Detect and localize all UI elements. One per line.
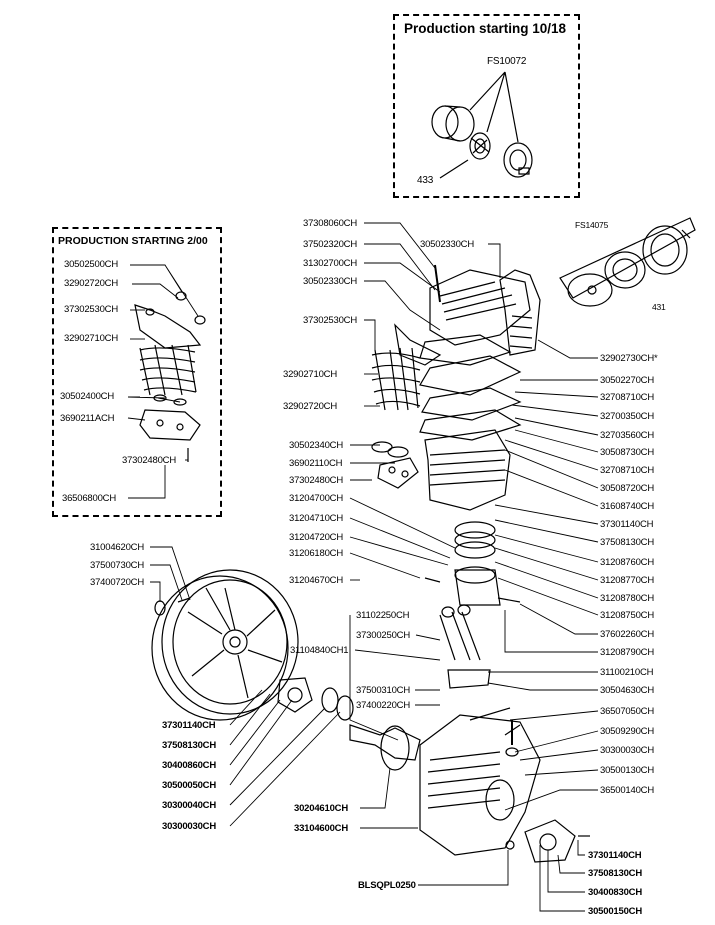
- crank-label-3: BLSQPL0250: [358, 880, 416, 891]
- right-label-7: 32708710CH: [600, 465, 654, 476]
- item-431-label: 431: [652, 302, 666, 312]
- left-inset-box: [52, 227, 222, 517]
- center-label-14: 31206180CH: [289, 548, 343, 559]
- center-label-6: 32902710CH: [283, 369, 337, 380]
- top-inset-box: [393, 14, 580, 198]
- connecting-rods-crankshaft: [278, 605, 490, 770]
- right-label-15: 31208750CH: [600, 610, 654, 621]
- crankcase: [420, 708, 590, 862]
- center-label-1: 37308060CH: [303, 218, 357, 229]
- fs10072-label: FS10072: [487, 56, 527, 67]
- flywheel: [152, 570, 298, 720]
- bottom-right-label-2: 37508130CH: [588, 868, 642, 879]
- bottom-right-label-1: 37301140CH: [588, 850, 642, 861]
- center-label-8: 30502340CH: [289, 440, 343, 451]
- bottom-left-label-2: 37508130CH: [162, 740, 216, 751]
- inset-label-7: 37302480CH: [122, 455, 176, 466]
- rod-label-5: 37400220CH: [356, 700, 410, 711]
- air-filter-assembly: [560, 218, 695, 306]
- right-label-11: 37508130CH: [600, 537, 654, 548]
- right-label-19: 30504630CH: [600, 685, 654, 696]
- right-label-12: 31208760CH: [600, 557, 654, 568]
- flywheel-label-3: 37400720CH: [90, 577, 144, 588]
- center-label-2: 37502320CH: [303, 239, 357, 250]
- right-label-8: 30508720CH: [600, 483, 654, 494]
- inset-label-5: 30502400CH: [60, 391, 114, 402]
- bearing-ring-part: [432, 106, 474, 141]
- right-label-6: 30508730CH: [600, 447, 654, 458]
- bottom-right-label-4: 30500150CH: [588, 906, 642, 917]
- crank-label-1: 30204610CH: [294, 803, 348, 814]
- inset-label-8: 36506800CH: [62, 493, 116, 504]
- inset-label-6: 3690211ACH: [60, 413, 115, 424]
- bottom-left-label-5: 30300040CH: [162, 800, 216, 811]
- right-label-17: 31208790CH: [600, 647, 654, 658]
- center-cylinder-stacks: [372, 325, 440, 488]
- center-label-3: 31302700CH: [303, 258, 357, 269]
- center-label-12: 31204710CH: [289, 513, 343, 524]
- pulley-part: [504, 143, 532, 177]
- cylinder-head-assembly: [420, 265, 540, 605]
- inset-label-4: 32902710CH: [64, 333, 118, 344]
- right-label-10: 37301140CH: [600, 519, 654, 530]
- inset-label-2: 32902720CH: [64, 278, 118, 289]
- inset-label-1: 30502500CH: [64, 259, 118, 270]
- right-label-21: 30509290CH: [600, 726, 654, 737]
- bottom-left-label-4: 30500050CH: [162, 780, 216, 791]
- fs14075-label: FS14075: [575, 220, 609, 230]
- right-label-23: 30500130CH: [600, 765, 654, 776]
- right-label-20: 36507050CH: [600, 706, 654, 717]
- right-label-22: 30300030CH: [600, 745, 654, 756]
- left-inset-title: PRODUCTION STARTING 2/00: [58, 235, 208, 247]
- crank-label-2: 33104600CH: [294, 823, 348, 834]
- right-label-14: 31208780CH: [600, 593, 654, 604]
- center-label-11: 31204700CH: [289, 493, 343, 504]
- right-label-1: 32902730CH*: [600, 353, 658, 364]
- right-label-24: 36500140CH: [600, 785, 654, 796]
- center-label-13: 31204720CH: [289, 532, 343, 543]
- rod-label-2: 37300250CH: [356, 630, 410, 641]
- right-label-4: 32700350CH: [600, 411, 654, 422]
- bottom-right-label-3: 30400830CH: [588, 887, 642, 898]
- rod-label-1: 31102250CH: [356, 610, 410, 621]
- leader-lines: [128, 223, 598, 911]
- center-label-10: 37302480CH: [289, 475, 343, 486]
- bearing-part: [470, 133, 490, 159]
- item-433-label: 433: [417, 175, 434, 186]
- item-433-leader: [440, 160, 468, 178]
- right-label-2: 30502270CH: [600, 375, 654, 386]
- flywheel-label-1: 31004620CH: [90, 542, 144, 553]
- right-label-3: 32708710CH: [600, 392, 654, 403]
- center-label-9: 36902110CH: [289, 458, 343, 469]
- center-label-15: 31204670CH: [289, 575, 343, 586]
- right-label-9: 31608740CH: [600, 501, 654, 512]
- head-label: 30502330CH: [420, 239, 474, 250]
- right-label-13: 31208770CH: [600, 575, 654, 586]
- rod-label-3: 31104840CH1: [290, 645, 349, 656]
- right-label-16: 37602260CH: [600, 629, 654, 640]
- inset-label-3: 37302530CH: [64, 304, 118, 315]
- top-inset-title: Production starting 10/18: [404, 21, 567, 36]
- fs10072-leader-lines: [470, 72, 518, 142]
- rod-label-4: 37500310CH: [356, 685, 410, 696]
- flywheel-label-2: 37500730CH: [90, 560, 144, 571]
- bottom-left-label-6: 30300030CH: [162, 821, 216, 832]
- bottom-left-label-1: 37301140CH: [162, 720, 216, 731]
- center-label-7: 32902720CH: [283, 401, 337, 412]
- center-label-4: 30502330CH: [303, 276, 357, 287]
- bottom-left-label-3: 30400860CH: [162, 760, 216, 771]
- center-label-5: 37302530CH: [303, 315, 357, 326]
- right-label-18: 31100210CH: [600, 667, 654, 678]
- right-label-5: 32703560CH: [600, 430, 654, 441]
